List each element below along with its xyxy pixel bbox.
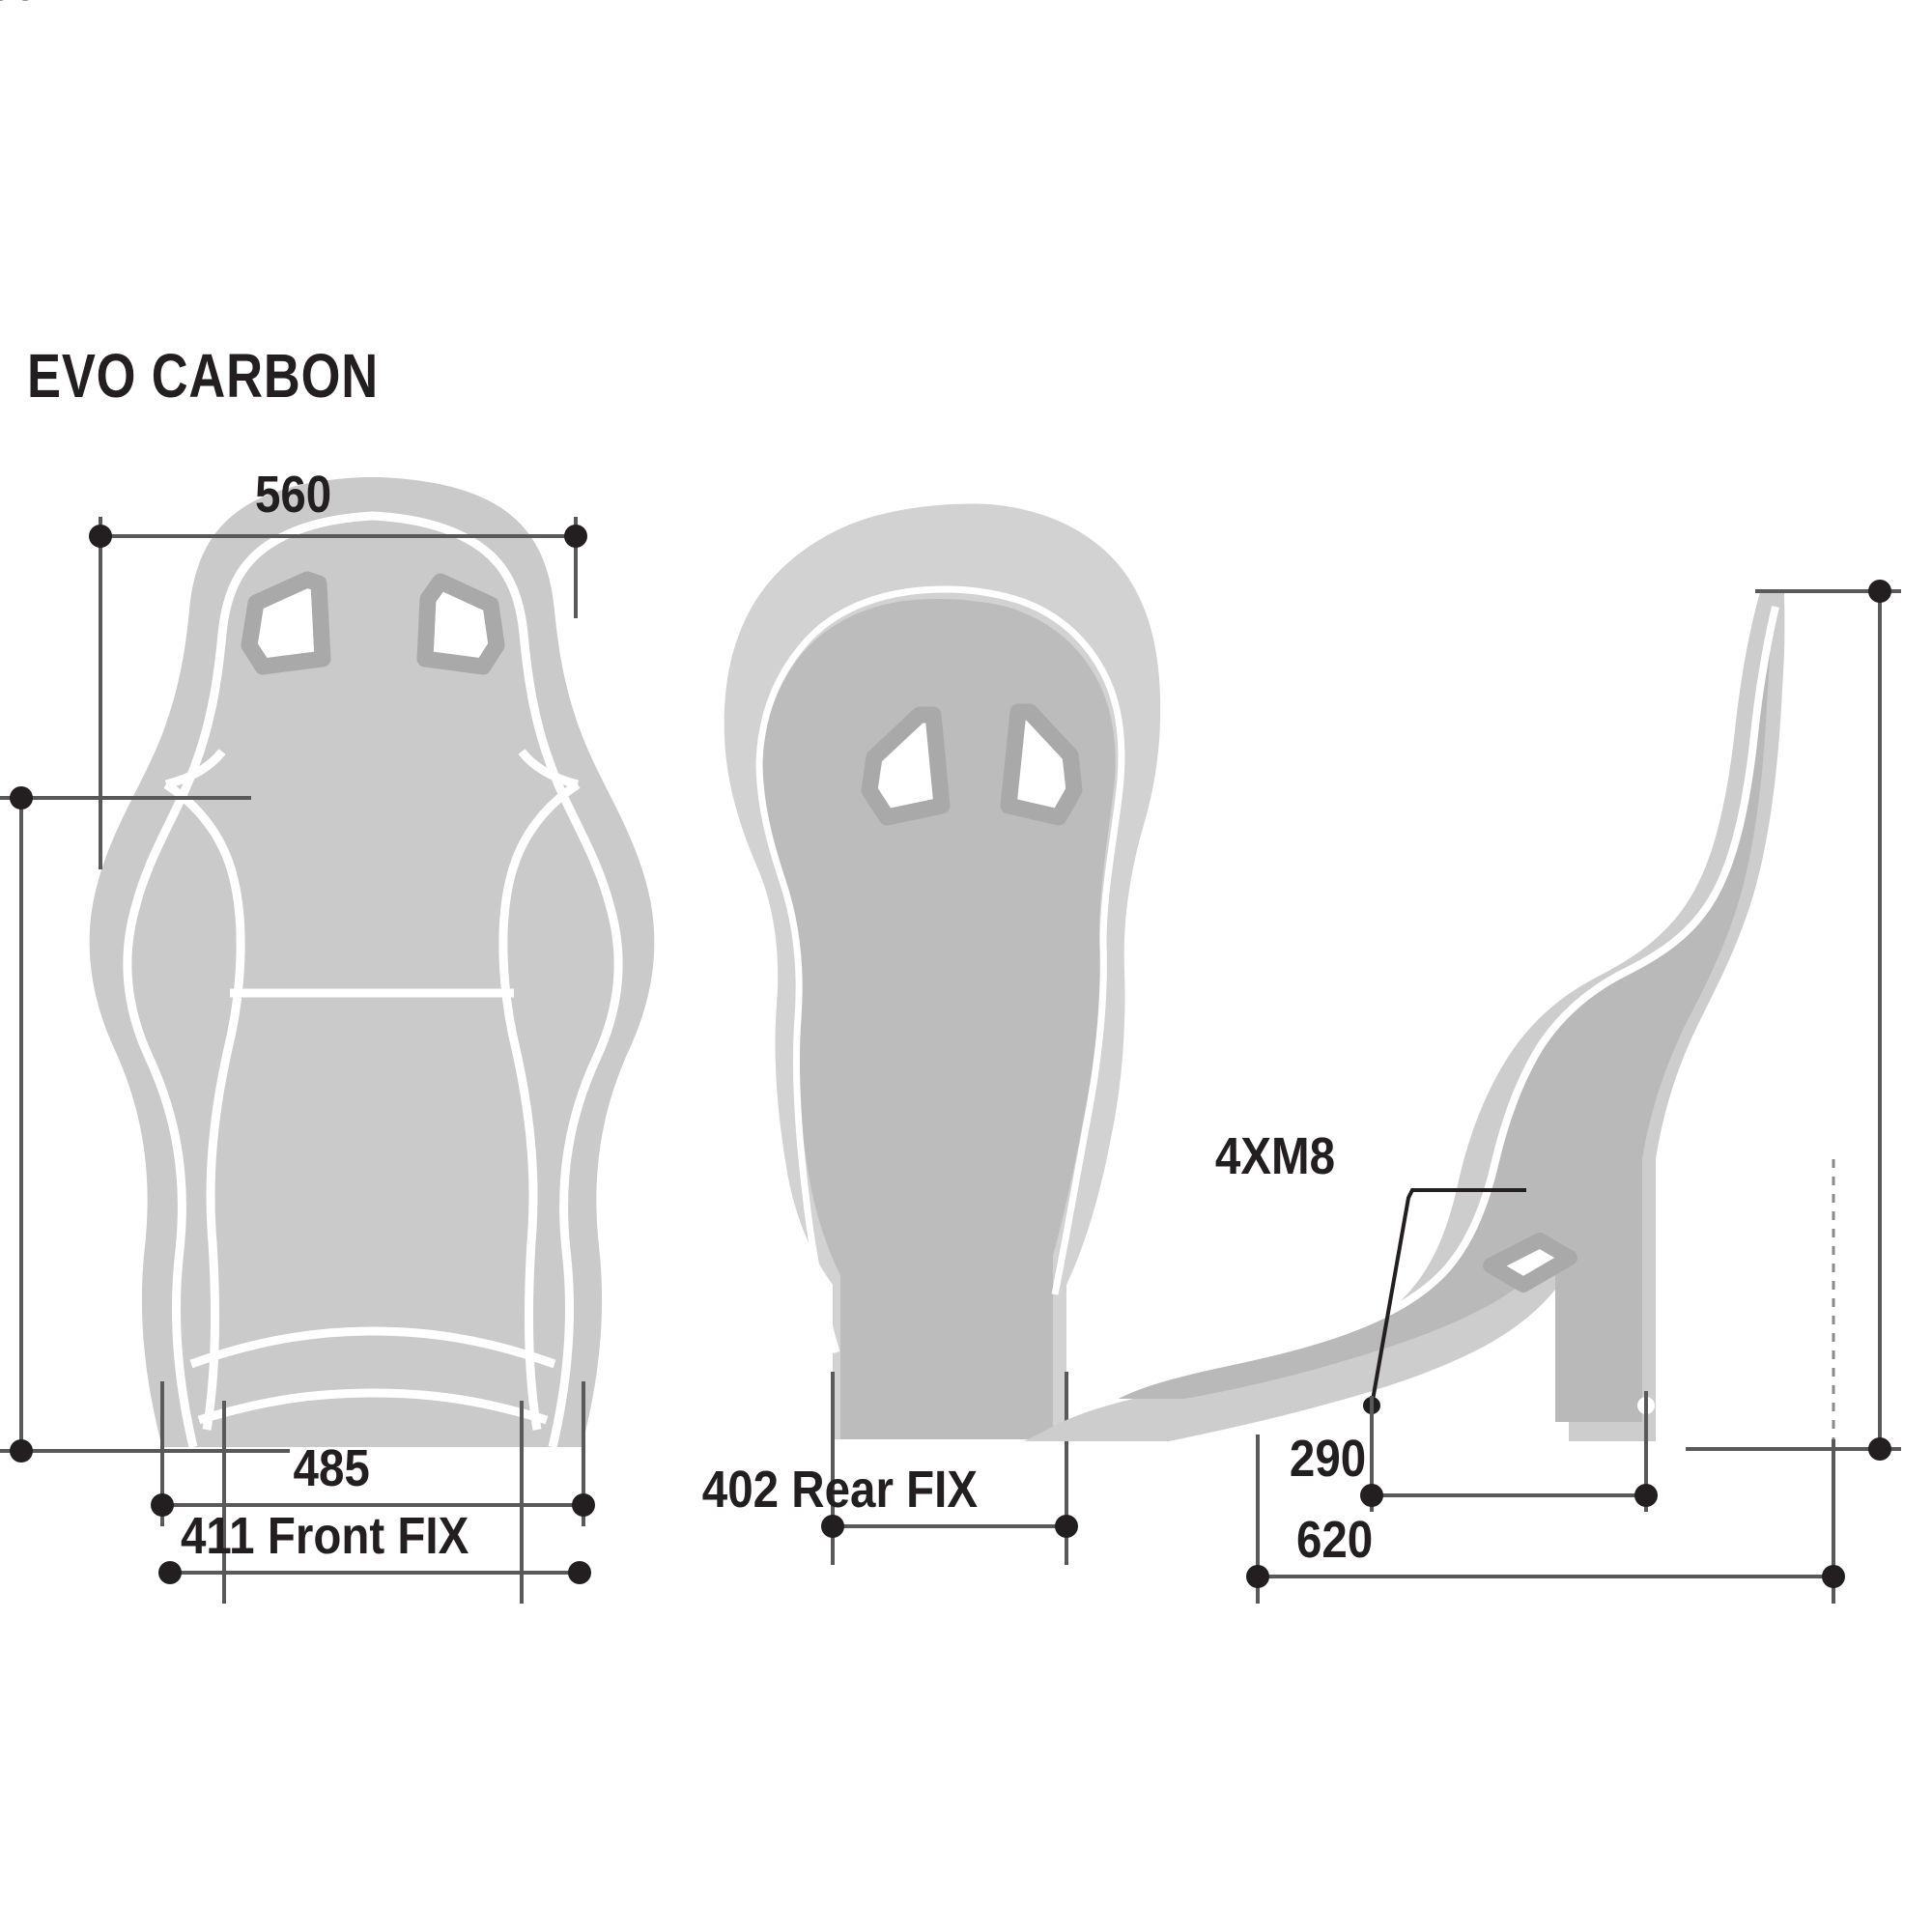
dimension-label-290: 290 [1290, 1429, 1366, 1488]
callout-4xm8: 4XM8 [1215, 1126, 1526, 1406]
front-view-seam-cushion [189, 1326, 556, 1369]
dimension-620: 620 [1246, 1159, 1845, 1604]
rear-view-seam [755, 585, 1125, 1353]
dimension-label-411-front-fix: 411 Front FIX [181, 1506, 469, 1565]
dimension-label-560: 560 [255, 465, 331, 524]
dimension-560: 560 [89, 465, 587, 869]
dimension-290: 290 [1290, 1391, 1658, 1512]
front-view-shell [89, 477, 655, 1447]
front-view: 560 660 485 [0, 0, 655, 1604]
side-view-harness-slot [1483, 1233, 1577, 1293]
dimension-411-front-fix: 411 Front FIX [158, 1401, 591, 1604]
dimension-label-660: 660 [0, 0, 39, 12]
dimension-485: 485 [151, 1381, 595, 1526]
front-view-seam-cushion-lower [197, 1388, 549, 1425]
rear-view-harness-slot-left [861, 706, 951, 826]
dimension-660: 660 [0, 0, 290, 1463]
dimension-label-620: 620 [1296, 1510, 1373, 1569]
dimension-label-485: 485 [294, 1438, 370, 1497]
front-view-seam-outer [123, 511, 623, 1449]
front-view-seam-shoulder-right [518, 749, 580, 789]
side-view-seam [1104, 606, 1779, 1405]
front-view-harness-slot-right [416, 573, 505, 675]
dimension-label-402-rear-fix: 402 Rear FIX [702, 1460, 978, 1519]
dimension-label-890: 890 [0, 0, 39, 12]
callout-label-4xm8: 4XM8 [1215, 1126, 1335, 1185]
dimension-890: 890 [0, 0, 1901, 1461]
rear-view: 402 Rear FIX [702, 503, 1161, 1565]
front-view-seam-shoulder-left [164, 749, 226, 789]
front-view-harness-slot-left [241, 571, 331, 675]
front-view-seam-right-bolster [498, 781, 581, 1431]
page-title: EVO CARBON [27, 341, 379, 411]
side-view: 4XM8 890 290 [0, 0, 1901, 1604]
rear-view-harness-slot-right [1000, 703, 1083, 826]
front-view-seam-left-bolster [163, 781, 245, 1431]
side-view-cushion [1111, 614, 1774, 1422]
side-view-back-seam [1763, 592, 1791, 878]
dimension-402-rear-fix: 402 Rear FIX [702, 1372, 1078, 1565]
